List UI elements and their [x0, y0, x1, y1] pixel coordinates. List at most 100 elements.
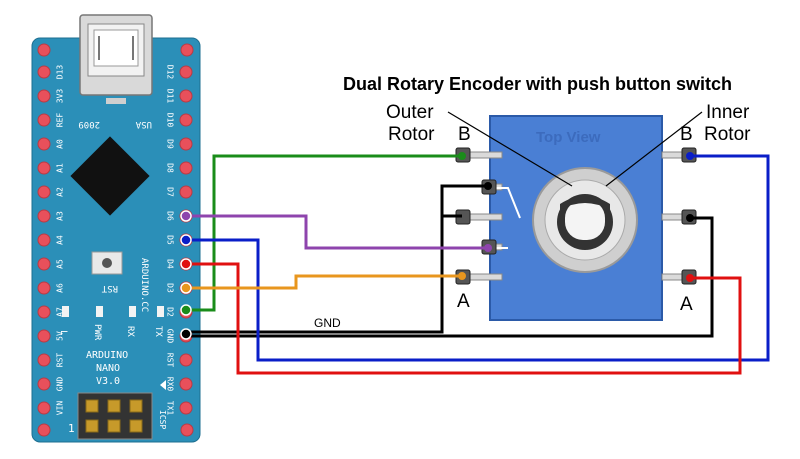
left-pin-pad [37, 329, 51, 343]
left-pin-pad [37, 185, 51, 199]
outer-rotor-pointer [447, 111, 573, 187]
wire-end-dot [686, 214, 694, 222]
left-pin-label: A3 [56, 211, 65, 221]
right-pin-label: RX0 [166, 377, 175, 392]
right-pin-label: GND [166, 329, 175, 344]
right-pin-pad [179, 353, 193, 367]
brand-label: ARDUINO.CC [139, 258, 149, 312]
right-pin-pad [179, 185, 193, 199]
wire-blue [188, 154, 770, 362]
outer-rotor-label-line2: Rotor [388, 124, 435, 145]
right-pin-label: TX1 [166, 401, 175, 416]
led-pwr [96, 306, 103, 317]
gnd-label: GND [314, 316, 341, 330]
right-pin-label: D7 [166, 187, 175, 197]
left-pin-pad [37, 257, 51, 271]
left-pin-pad [37, 89, 51, 103]
pin1-marker [160, 380, 166, 390]
right-pin-label: D6 [166, 211, 175, 221]
wire-purple [188, 214, 488, 250]
arduino-nano-board: USA 2009 RST ARDUINO.CC L PWR RX TX ARDU… [31, 14, 201, 443]
left-pin-pad [37, 161, 51, 175]
icsp-pin1-label: 1 [68, 422, 75, 435]
board-wire-dot [180, 304, 192, 316]
right-pin-pad [179, 65, 193, 79]
wire-end-dot [686, 152, 694, 160]
left-pin-pad [37, 353, 51, 367]
right-pin-pad [179, 89, 193, 103]
left-pin-label: RST [56, 353, 65, 368]
right-pin-label: D2 [166, 307, 175, 317]
left-pin-pad [37, 113, 51, 127]
left-pin-label: A7 [56, 307, 65, 317]
right-pin-pad [179, 401, 193, 415]
mounting-hole [180, 43, 194, 57]
left-pin-label: VIN [56, 401, 65, 416]
left-pin-label: A1 [56, 163, 65, 173]
wire-green [188, 154, 462, 312]
right-pin-pad [179, 113, 193, 127]
left-pin-label: A5 [56, 259, 65, 269]
right-pin-label: D8 [166, 163, 175, 173]
right-pin-label: D4 [166, 259, 175, 269]
led-tx [157, 306, 164, 317]
left-pin-pad [37, 65, 51, 79]
outer-a-label: A [457, 291, 470, 312]
wire-end-dot [458, 152, 466, 160]
left-pin-label: 3V3 [56, 89, 65, 104]
led-label-rx: RX [125, 326, 135, 337]
right-pin-label: D5 [166, 235, 175, 245]
left-pin-label: A6 [56, 283, 65, 293]
rst-label: RST [101, 283, 118, 293]
board-name-line2: NANO [96, 363, 120, 374]
left-pin-label: A0 [56, 139, 65, 149]
inner-b-label: B [680, 124, 693, 145]
right-pin-label: D10 [166, 113, 175, 128]
mounting-hole [180, 423, 194, 437]
led-label-l: L [58, 330, 68, 335]
wire-orange [188, 274, 462, 290]
wire-end-dot [484, 182, 492, 190]
left-pin-pad [37, 401, 51, 415]
right-pin-pad [179, 137, 193, 151]
top-view-label: Top View [536, 129, 601, 146]
board-wire-dot [180, 258, 192, 270]
left-pin-label: REF [56, 113, 65, 128]
board-wire-dot [180, 328, 192, 340]
right-pin-pad [179, 377, 193, 391]
board-name-line3: V3.0 [96, 376, 120, 387]
usb-label: USA [135, 119, 152, 129]
diagram-title: Dual Rotary Encoder with push button swi… [343, 74, 732, 94]
right-pin-label: D11 [166, 89, 175, 104]
rotary-encoder: Top View [455, 115, 697, 321]
left-pin-label: A4 [56, 235, 65, 245]
mounting-hole [37, 43, 51, 57]
inner-rotor-label: Inner [706, 102, 750, 123]
left-pin-pad [37, 209, 51, 223]
outer-b-label: B [458, 124, 471, 145]
wire-end-dot [484, 244, 492, 252]
board-wire-dot [180, 234, 192, 246]
right-pin-label: D9 [166, 139, 175, 149]
right-pin-label: RST [166, 353, 175, 368]
right-pin-label: D12 [166, 65, 175, 80]
left-pin-pad [37, 377, 51, 391]
left-pin-pad [37, 233, 51, 247]
model-label: 2009 [78, 119, 100, 129]
left-pin-label: D13 [56, 65, 65, 80]
right-pin-label: D3 [166, 283, 175, 293]
wire-end-dot [458, 272, 466, 280]
left-pin-pad [37, 137, 51, 151]
inner-rotor-label-line2: Rotor [704, 124, 751, 145]
led-l [62, 306, 69, 317]
led-label-tx: TX [153, 326, 163, 337]
inner-a-label: A [680, 294, 693, 315]
left-pin-label: GND [56, 377, 65, 392]
led-rx [129, 306, 136, 317]
wire-red [188, 262, 742, 375]
board-wire-dot [180, 282, 192, 294]
outer-rotor-label: Outer [386, 102, 434, 123]
mounting-hole [37, 423, 51, 437]
icsp-label: ICSP [158, 410, 167, 429]
